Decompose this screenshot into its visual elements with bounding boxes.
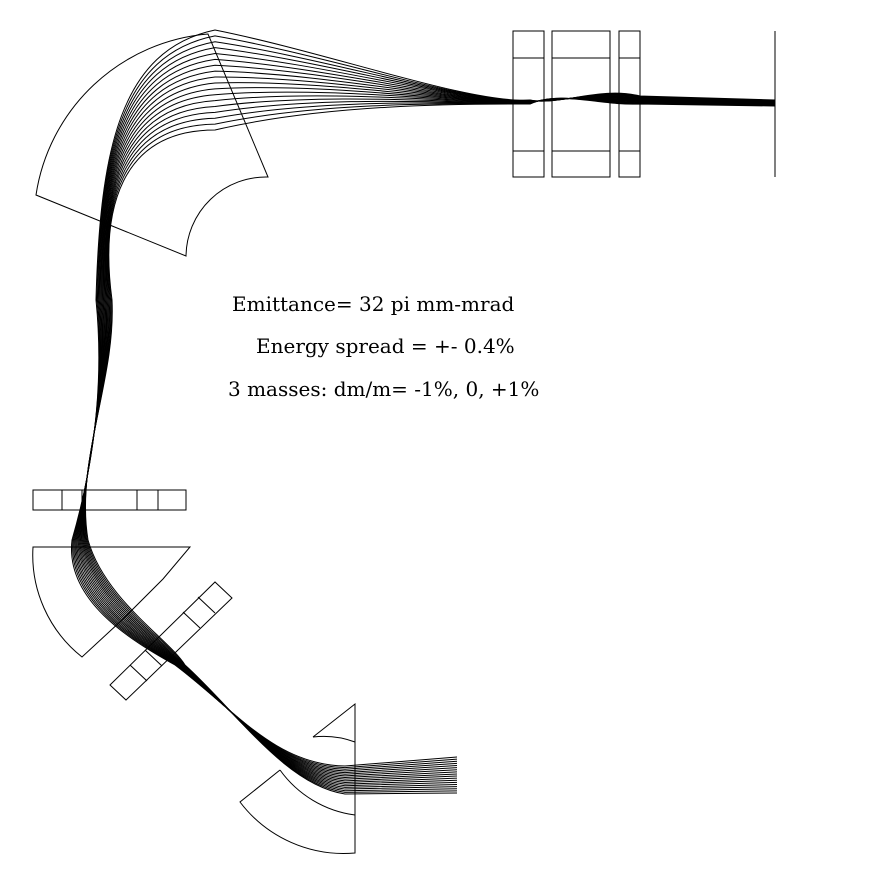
trajectory-ray [79,82,776,782]
quadrupole-diagonal [109,581,233,701]
trajectory-ray [82,95,776,787]
masses-label: 3 masses: dm/m= -1%, 0, +1% [228,377,540,401]
dipole-magnet-lower [239,702,356,854]
trajectory-ray [84,97,776,793]
dipole-magnet-lower-left [32,546,192,658]
trajectory-ray [83,97,776,790]
dipole-magnet-upper [35,33,269,257]
trajectory-ray [79,76,776,780]
trajectory-ray [80,87,776,783]
emittance-label: Emittance= 32 pi mm-mrad [232,292,515,316]
trajectory-ray [81,91,776,785]
quadrupole-triplet [512,30,641,178]
trajectory-ray [83,97,776,788]
trajectory-ray [84,97,776,792]
particle-trajectories [71,29,776,795]
trajectory-ray [84,97,776,795]
energy-spread-label: Energy spread = +- 0.4% [256,334,515,358]
quadrupole-left [32,489,187,511]
